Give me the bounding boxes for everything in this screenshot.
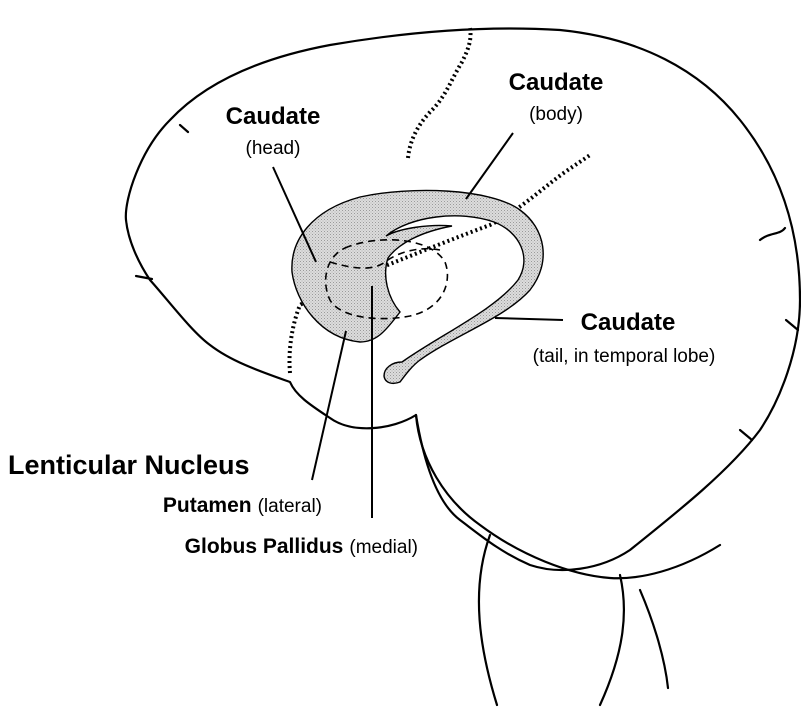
caudate-body-sub: (body) (529, 104, 583, 125)
globus-pallidus-name: Globus Pallidus (185, 535, 344, 558)
leader-caudate-body (466, 133, 513, 199)
brainstem-outline (479, 535, 497, 705)
globus-pallidus-label: Globus Pallidus(medial) (185, 535, 418, 558)
caudate-head-sub: (head) (246, 138, 301, 159)
central-sulcus (408, 28, 471, 158)
surface-notch (786, 320, 798, 330)
surface-notch (760, 228, 785, 240)
caudate-tail-title: Caudate (581, 309, 676, 336)
surface-notch (136, 276, 152, 279)
leader-putamen (312, 331, 346, 480)
surface-notch (740, 430, 752, 440)
caudate-body-title: Caudate (509, 69, 604, 96)
caudate-nucleus (292, 190, 543, 383)
putamen-name: Putamen (163, 494, 252, 517)
caudate-tail-sub: (tail, in temporal lobe) (533, 346, 716, 367)
brainstem-outline-2 (600, 575, 624, 705)
leader-caudate-tail (495, 318, 563, 320)
putamen-label: Putamen (lateral) (163, 494, 322, 517)
cerebellum-outline (416, 415, 720, 578)
caudate-head-title: Caudate (226, 103, 321, 130)
surface-notch (180, 125, 188, 132)
spinal-line (640, 590, 668, 688)
putamen-qualifier: (lateral) (258, 496, 322, 517)
lenticular-title: Lenticular Nucleus (8, 450, 250, 480)
globus-pallidus-qualifier: (medial) (349, 537, 418, 558)
